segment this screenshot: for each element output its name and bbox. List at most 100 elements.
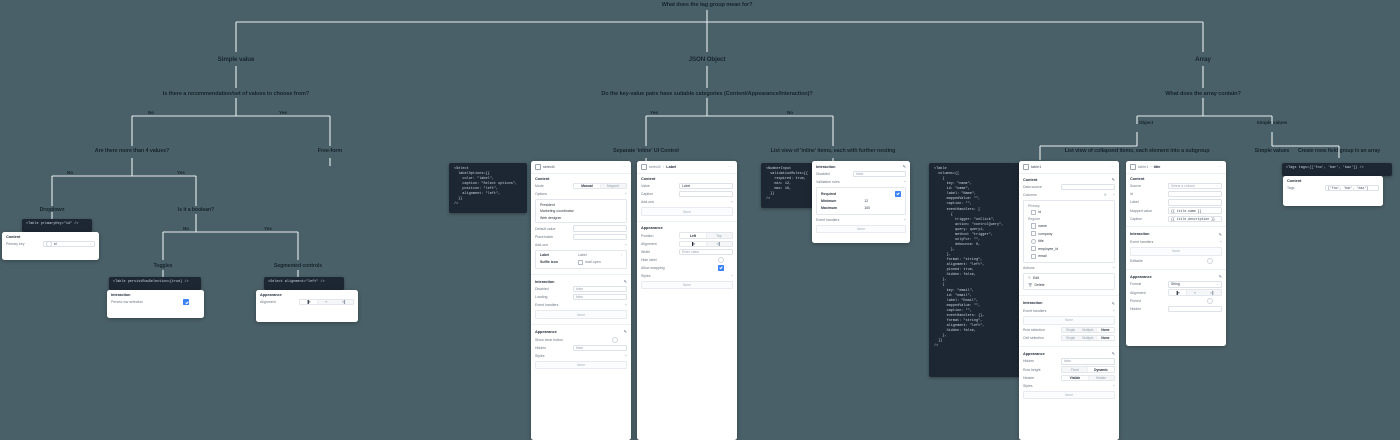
- row-height-option-fixed[interactable]: Fixed: [1070, 367, 1079, 372]
- hidden-input[interactable]: [1167, 305, 1222, 312]
- actions-list[interactable]: ✎ Edit 🗑 Delete: [1023, 272, 1115, 291]
- list-item[interactable]: Maximum 100: [819, 204, 903, 212]
- row-format[interactable]: Format String ⌄: [1130, 281, 1222, 288]
- list-item[interactable]: Required: [819, 190, 903, 198]
- more-options-icon[interactable]: ···: [727, 165, 733, 169]
- row-primary-key[interactable]: Primary key id ⌄: [6, 241, 95, 248]
- row-disabled[interactable]: Disabled false: [535, 286, 627, 293]
- addons-list[interactable]: Label Label › Suffix icon mail-open: [535, 249, 627, 269]
- alignment-segmented-control[interactable]: ▐≡ ≡▌: [678, 240, 733, 247]
- align-center-icon[interactable]: ≡: [1193, 290, 1196, 295]
- options-list[interactable]: President Marketing coordinator Web desi…: [535, 199, 627, 224]
- list-item[interactable]: Label Label ›: [538, 252, 624, 258]
- add-style-icon[interactable]: +: [624, 353, 627, 358]
- row-alignment[interactable]: Alignment ▐≡ ≡ ≡▌: [1130, 289, 1222, 296]
- align-right-icon[interactable]: ≡▌: [716, 241, 722, 246]
- edit-section-icon[interactable]: ✎: [1218, 274, 1222, 280]
- panel-tags[interactable]: Content Tags ['foo', 'bar', 'baz']: [1283, 176, 1383, 206]
- row-height-option-dynamic[interactable]: Dynamic: [1087, 367, 1114, 372]
- edit-section-icon[interactable]: ✎: [1111, 300, 1115, 306]
- validation-rules-list[interactable]: Required Minimum 12 Maximum 100: [816, 187, 906, 215]
- add-option-icon[interactable]: +: [624, 192, 627, 197]
- row-hidden[interactable]: Hidden false: [535, 344, 627, 351]
- hidden-input[interactable]: false: [1060, 358, 1115, 365]
- alignment-segmented-control[interactable]: ▐≡ ≡ ≡▌: [298, 299, 354, 306]
- add-validation-rule-icon[interactable]: +: [903, 180, 906, 185]
- add-event-handler-icon[interactable]: +: [624, 303, 627, 308]
- position-segmented-control[interactable]: Left Top: [678, 232, 733, 239]
- align-right-icon[interactable]: ≡▌: [341, 300, 347, 305]
- caption-input[interactable]: [678, 191, 733, 198]
- data-source-input[interactable]: [1060, 184, 1115, 191]
- caption-input[interactable]: {{ title.description }}: [1167, 215, 1222, 222]
- mapped-value-input[interactable]: {{ title.name }}: [1167, 207, 1222, 214]
- hide-label-toggle[interactable]: [717, 256, 724, 263]
- tags-input[interactable]: ['foo', 'bar', 'baz']: [1324, 185, 1379, 192]
- align-left-icon[interactable]: ▐≡: [299, 300, 318, 305]
- hidden-input[interactable]: false: [572, 344, 627, 351]
- chevron-down-icon[interactable]: ⌄: [1216, 184, 1219, 189]
- row-alignment[interactable]: Alignment ▐≡ ≡ ≡▌: [260, 299, 354, 306]
- position-option-top[interactable]: Top: [716, 233, 722, 238]
- disabled-input[interactable]: false: [853, 171, 906, 178]
- row-allow-wrapping[interactable]: Allow wrapping: [641, 264, 733, 272]
- editable-toggle[interactable]: [1206, 257, 1213, 264]
- value-input[interactable]: Label: [678, 183, 733, 190]
- row-row-height[interactable]: Row height Fixed Dynamic: [1023, 366, 1115, 373]
- row-loading[interactable]: Loading false: [535, 294, 627, 301]
- more-options-icon[interactable]: ···: [1109, 165, 1115, 169]
- row-selection-option-multiple[interactable]: Multiple: [1082, 327, 1094, 332]
- list-item[interactable]: id: [1026, 209, 1112, 217]
- refresh-columns-icon[interactable]: ⟳: [1103, 193, 1107, 198]
- row-id[interactable]: Id: [1130, 191, 1222, 198]
- panel-primary-key[interactable]: Content Primary key id ⌄: [2, 232, 99, 260]
- persist-row-selection-checkbox[interactable]: [183, 299, 190, 306]
- row-source[interactable]: Source Select a column ⌄: [1130, 183, 1222, 190]
- chevron-down-icon[interactable]: ⌄: [1216, 282, 1219, 287]
- source-select[interactable]: Select a column ⌄: [1167, 183, 1222, 190]
- list-item[interactable]: employee_id: [1026, 245, 1112, 253]
- disabled-input[interactable]: false: [572, 286, 627, 293]
- align-left-icon[interactable]: ▐≡: [1168, 290, 1187, 295]
- mode-segmented-control[interactable]: Manual Mapped: [572, 183, 627, 190]
- list-item[interactable]: Minimum 12: [819, 198, 903, 204]
- id-input[interactable]: [1167, 191, 1222, 198]
- cell-selection-segmented-control[interactable]: Single Multiple None: [1060, 334, 1115, 341]
- default-value-input[interactable]: [572, 225, 627, 232]
- list-item[interactable]: name: [1026, 222, 1112, 230]
- columns-list[interactable]: Primary id Regular name company title: [1023, 200, 1115, 263]
- header-segmented-control[interactable]: Visible Hidden: [1060, 374, 1115, 381]
- row-persist-row-selection[interactable]: Persist row selection: [111, 299, 200, 306]
- panel-number-input-interaction[interactable]: Interaction ✎ Disabled false Validation …: [812, 161, 910, 243]
- alignment-segmented-control[interactable]: ▐≡ ≡ ≡▌: [1167, 289, 1222, 296]
- row-alignment[interactable]: Alignment ▐≡ ≡▌: [641, 240, 733, 247]
- row-caption[interactable]: Caption {{ title.description }}: [1130, 215, 1222, 222]
- minimum-value[interactable]: 12: [864, 199, 869, 204]
- cell-selection-option-multiple[interactable]: Multiple: [1082, 335, 1094, 340]
- width-input[interactable]: Enter value: [678, 248, 733, 255]
- mode-option-manual[interactable]: Manual: [573, 184, 600, 189]
- list-item[interactable]: 🗑 Delete: [1026, 282, 1112, 288]
- cell-selection-option-single[interactable]: Single: [1066, 335, 1076, 340]
- pinned-toggle[interactable]: [1206, 297, 1213, 304]
- cell-selection-option-none[interactable]: None: [1096, 335, 1114, 340]
- add-style-icon[interactable]: +: [730, 274, 733, 278]
- row-header[interactable]: Header Visible Hidden: [1023, 374, 1115, 381]
- row-placeholder[interactable]: Placeholder: [535, 233, 627, 240]
- more-options-icon[interactable]: ···: [621, 165, 627, 169]
- chevron-down-icon[interactable]: ⌄: [89, 242, 92, 247]
- position-option-left[interactable]: Left: [679, 233, 706, 238]
- edit-section-icon[interactable]: ✎: [1218, 231, 1222, 237]
- panel-select-alignment[interactable]: Appearance Alignment ▐≡ ≡ ≡▌: [256, 290, 358, 322]
- add-column-icon[interactable]: +: [1112, 193, 1115, 198]
- row-selection-option-single[interactable]: Single: [1066, 327, 1076, 332]
- required-checkbox[interactable]: [895, 190, 901, 197]
- list-item[interactable]: company: [1026, 230, 1112, 238]
- row-editable[interactable]: Editable: [1130, 257, 1222, 265]
- add-event-handler-icon[interactable]: +: [1219, 240, 1222, 245]
- row-height-segmented-control[interactable]: Fixed Dynamic: [1060, 366, 1115, 373]
- row-value[interactable]: Value Label: [641, 183, 733, 190]
- panel-table1-title[interactable]: table1 › title ··· Content Source Select…: [1126, 161, 1226, 346]
- list-item[interactable]: email: [1026, 253, 1112, 261]
- panel-persist-row-selection[interactable]: Interaction Persist row selection: [107, 290, 204, 318]
